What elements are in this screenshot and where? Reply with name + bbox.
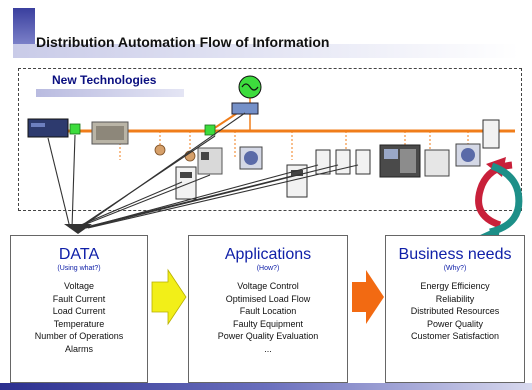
title-accent-bar bbox=[13, 44, 519, 58]
applications-panel: Applications (How?) Voltage Control Opti… bbox=[188, 235, 348, 383]
business-panel-title: Business needs bbox=[398, 246, 512, 263]
data-panel-subtitle: (Using what?) bbox=[57, 265, 101, 272]
list-item: Load Current bbox=[52, 306, 106, 316]
substation-panel-icon bbox=[379, 144, 421, 178]
list-item: Number of Operations bbox=[34, 331, 124, 341]
title-accent-square bbox=[13, 8, 35, 44]
yellow-flow-arrow bbox=[151, 268, 187, 326]
list-item: Customer Satisfaction bbox=[410, 331, 500, 341]
rtu-device-icon bbox=[27, 118, 69, 138]
data-arrowhead bbox=[64, 224, 92, 234]
footer-accent-bar bbox=[0, 383, 532, 390]
list-item: Fault Location bbox=[239, 306, 297, 316]
power-meter-icons bbox=[175, 119, 500, 200]
new-technologies-frame bbox=[18, 68, 522, 211]
tech-label-accent bbox=[36, 89, 184, 97]
business-panel-subtitle: (Why?) bbox=[443, 265, 467, 272]
list-item: Power Quality Evaluation bbox=[217, 331, 319, 341]
measurement-dial-icons bbox=[239, 143, 481, 170]
applications-panel-subtitle: (How?) bbox=[256, 265, 280, 272]
applications-list: Voltage Control Optimised Load Flow Faul… bbox=[189, 280, 347, 355]
cycle-arrow-teal bbox=[489, 162, 523, 236]
list-item: Temperature bbox=[53, 318, 105, 329]
list-item: Optimised Load Flow bbox=[225, 293, 311, 304]
business-list: Energy Efficiency Reliability Distribute… bbox=[386, 280, 524, 343]
business-needs-panel: Business needs (Why?) Energy Efficiency … bbox=[385, 235, 525, 383]
orange-flow-arrow bbox=[352, 270, 384, 324]
list-item: Faulty Equipment bbox=[232, 318, 304, 329]
list-item: Reliability bbox=[435, 293, 475, 304]
list-item: Voltage bbox=[63, 281, 95, 291]
control-cabinet-icon bbox=[91, 121, 129, 145]
controller-icon bbox=[424, 149, 450, 177]
applications-panel-title: Applications bbox=[224, 246, 312, 263]
data-panel-title: DATA bbox=[58, 246, 100, 263]
list-item: Energy Efficiency bbox=[420, 281, 490, 291]
slide-title: Distribution Automation Flow of Informat… bbox=[36, 34, 330, 50]
data-flow-arrows bbox=[47, 112, 359, 229]
list-item: ... bbox=[264, 343, 272, 354]
node-green-2-icon bbox=[204, 124, 216, 136]
list-item: Fault Current bbox=[52, 293, 106, 304]
new-technologies-label: New Technologies bbox=[52, 73, 157, 87]
data-list: Voltage Fault Current Load Current Tempe… bbox=[11, 280, 147, 355]
switchgear-icon bbox=[197, 147, 223, 175]
transformer-icon bbox=[231, 102, 259, 115]
node-green-1-icon bbox=[69, 123, 81, 135]
generator-icon bbox=[238, 75, 262, 99]
list-item: Distributed Resources bbox=[410, 306, 500, 316]
list-item: Alarms bbox=[64, 343, 93, 354]
list-item: Power Quality bbox=[426, 318, 484, 329]
data-panel: DATA (Using what?) Voltage Fault Current… bbox=[10, 235, 148, 383]
list-item: Voltage Control bbox=[237, 281, 299, 291]
